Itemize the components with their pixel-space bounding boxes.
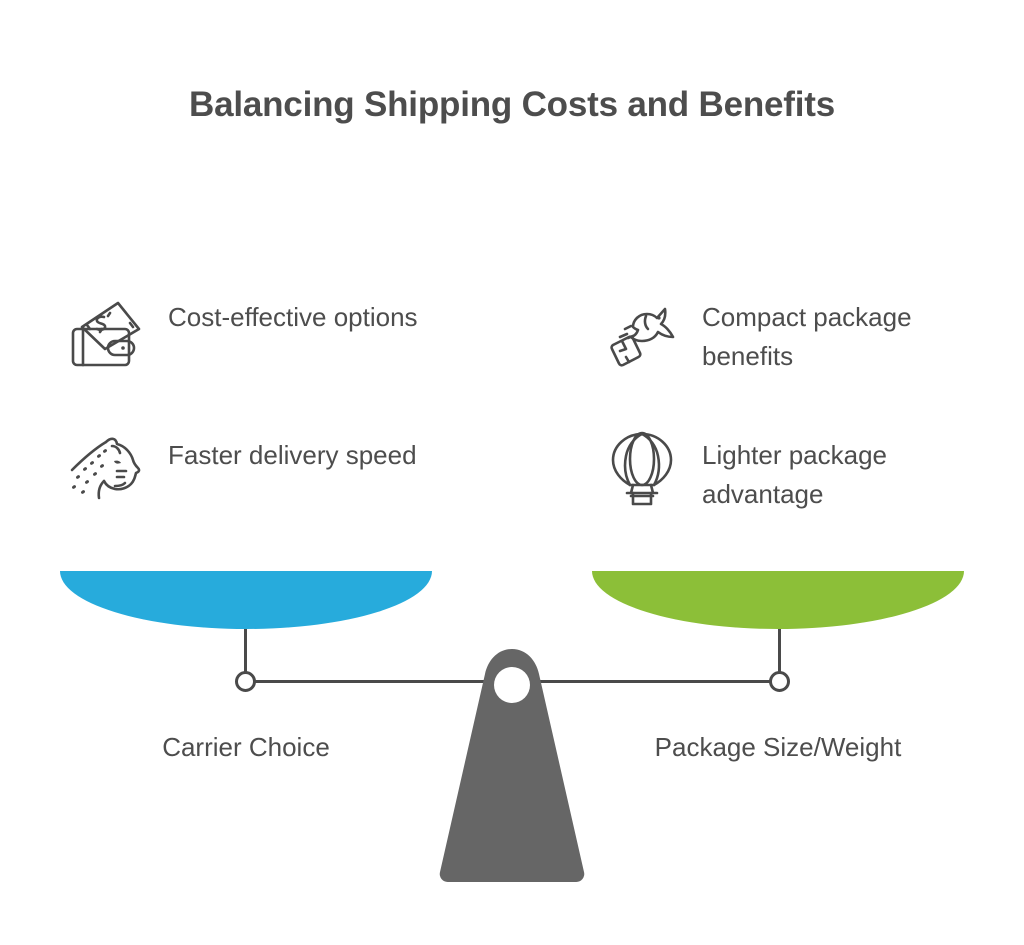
feature-lists: Cost-effective options — [0, 288, 1024, 548]
feature-faster-delivery-speed: Faster delivery speed — [62, 426, 492, 564]
feature-lighter-package-advantage: Lighter package advantage — [596, 426, 1024, 564]
pan-labels: Carrier Choice Package Size/Weight — [0, 728, 1024, 772]
left-feature-column: Cost-effective options — [62, 288, 492, 564]
wallet-cash-icon — [62, 288, 154, 374]
cheetah-head-icon — [62, 426, 154, 512]
balance-pan-right — [592, 571, 964, 629]
bird-parcel-icon — [596, 288, 688, 374]
pan-stem-right — [778, 629, 781, 681]
balance-scale — [0, 540, 1024, 883]
balance-pan-left — [60, 571, 432, 629]
feature-compact-package-benefits: Compact package benefits — [596, 288, 1024, 426]
feature-label: Compact package benefits — [702, 302, 912, 371]
pan-hanger-left — [235, 671, 256, 692]
pan-label-left: Carrier Choice — [162, 732, 330, 762]
hot-air-balloon-icon — [596, 426, 688, 512]
feature-label: Lighter package advantage — [702, 440, 888, 509]
feature-label: Cost-effective options — [168, 302, 418, 332]
pan-label-right: Package Size/Weight — [654, 732, 902, 762]
pan-hanger-right — [769, 671, 790, 692]
page-title: Balancing Shipping Costs and Benefits — [189, 85, 835, 124]
pan-stem-left — [244, 629, 247, 681]
right-feature-column: Compact package benefits — [596, 288, 1024, 564]
feature-cost-effective-options: Cost-effective options — [62, 288, 492, 426]
feature-label: Faster delivery speed — [168, 440, 417, 470]
fulcrum-triangle-icon — [425, 645, 599, 890]
